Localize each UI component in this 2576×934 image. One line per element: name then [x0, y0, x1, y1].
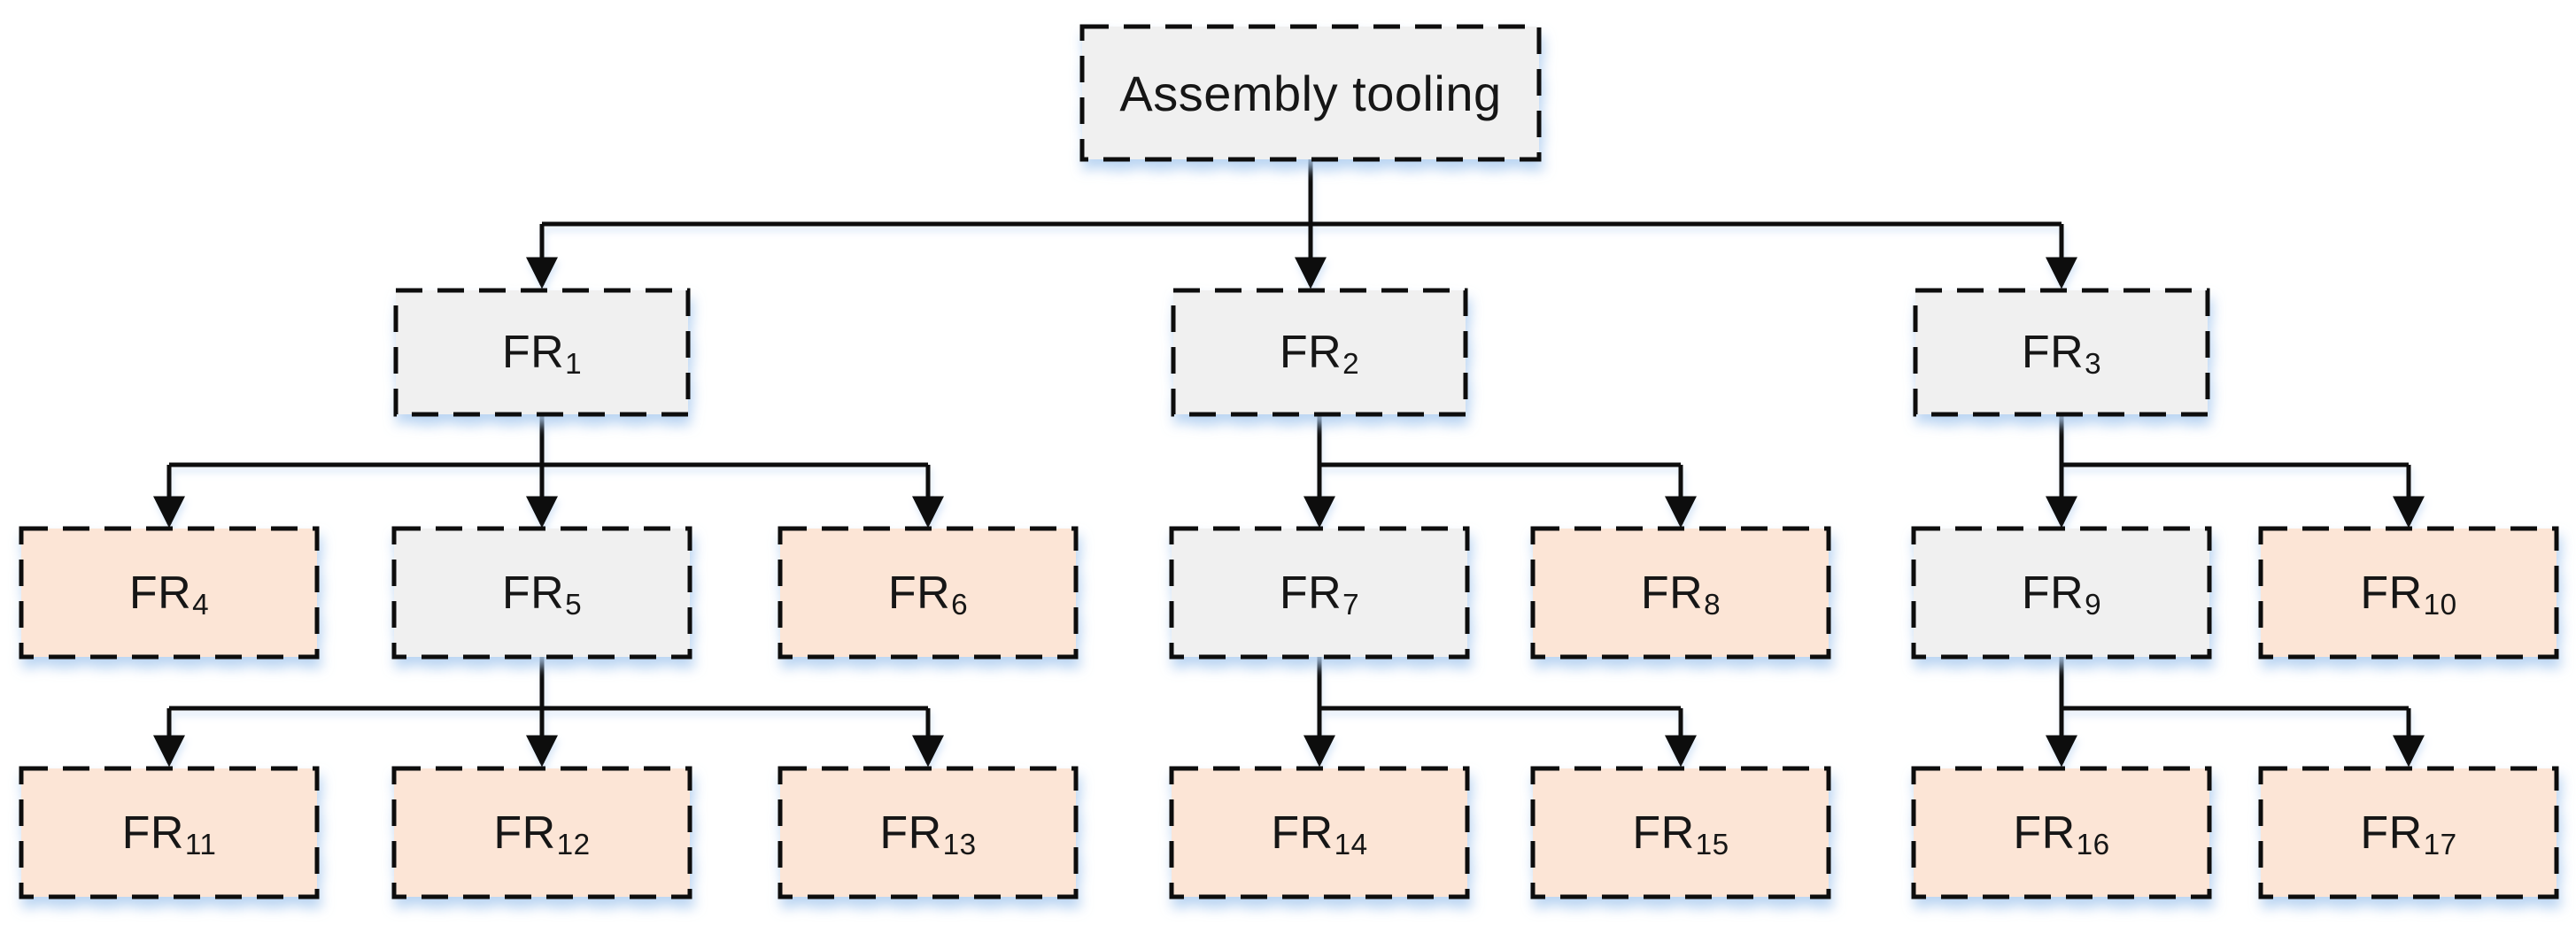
node-fr6-box: [777, 526, 1079, 660]
node-fr8-box: [1530, 526, 1831, 660]
connector-fr3-bus: [2059, 414, 2409, 467]
node-box-layer: [19, 24, 2559, 899]
node-fr13-box: [777, 766, 1079, 899]
node-fr9-box: [1911, 526, 2212, 660]
node-fr10-box: [2258, 526, 2559, 660]
node-fr5-box: [391, 526, 692, 660]
connector-layer: [153, 159, 2425, 768]
node-fr11-box: [19, 766, 320, 899]
node-fr17-box: [2258, 766, 2559, 899]
node-fr2-box: [1171, 288, 1468, 417]
connector-fr5-bus: [169, 657, 928, 711]
node-fr14-box: [1169, 766, 1470, 899]
node-assembly-tooling-box: [1079, 24, 1542, 162]
connector-fr2-bus: [1317, 414, 1681, 467]
connector-fr9-bus: [2059, 657, 2409, 711]
connector-fr1-bus: [169, 414, 928, 467]
node-fr15-box: [1530, 766, 1831, 899]
connector-root-bus: [542, 159, 2062, 227]
node-fr3-box: [1913, 288, 2210, 417]
node-fr7-box: [1169, 526, 1470, 660]
node-fr16-box: [1911, 766, 2212, 899]
node-fr4-box: [19, 526, 320, 660]
node-fr1-box: [393, 288, 691, 417]
connector-fr7-bus: [1317, 657, 1681, 711]
node-fr12-box: [391, 766, 692, 899]
